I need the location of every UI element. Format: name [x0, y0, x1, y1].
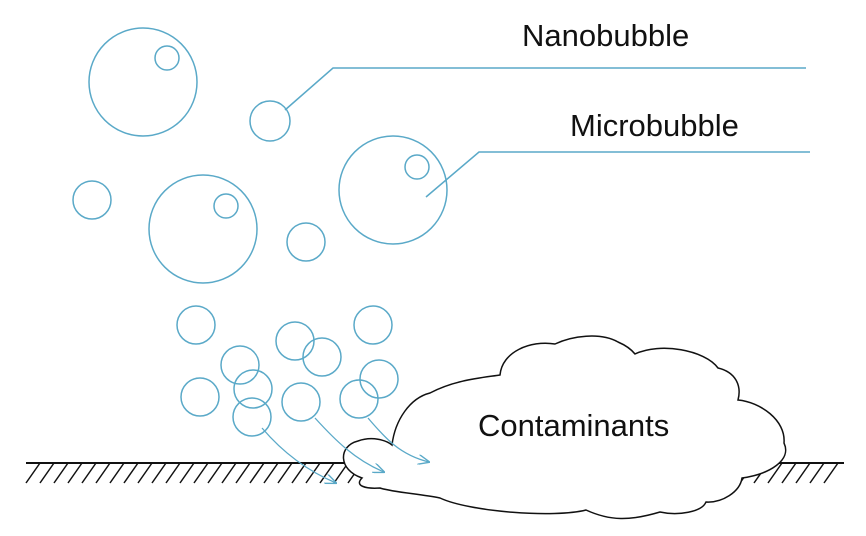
flow-arrow [367, 417, 429, 462]
upper-bubbles [72, 27, 448, 284]
small-bubble-center-right [286, 222, 326, 262]
lower-bubble-cluster [176, 305, 399, 437]
hatch-mark [81, 462, 97, 484]
nanobubble-label: Nanobubble [522, 18, 689, 53]
hatch-mark [249, 462, 265, 484]
hatch-mark [319, 462, 335, 484]
hatch-mark [795, 462, 811, 484]
cluster-bubble [359, 359, 399, 399]
hatch-mark [95, 462, 111, 484]
leader-lines [284, 67, 810, 198]
hatch-mark [193, 462, 209, 484]
inner-nanobubble-top-left [154, 45, 180, 71]
small-bubble-left [72, 180, 112, 220]
hatch-mark [221, 462, 237, 484]
cluster-bubble [180, 377, 220, 417]
hatch-mark [823, 462, 839, 484]
contaminants-cloud [342, 335, 787, 520]
hatch-mark [137, 462, 153, 484]
hatch-mark [25, 462, 41, 484]
hatch-mark [151, 462, 167, 484]
cluster-bubble [302, 337, 342, 377]
cluster-bubble [176, 305, 216, 345]
cluster-bubble [220, 345, 260, 385]
hatch-mark [53, 462, 69, 484]
large-microbubble-center [148, 174, 258, 284]
cluster-bubble [339, 379, 379, 419]
cluster-bubble [232, 397, 272, 437]
microbubble-label: Microbubble [570, 108, 739, 143]
inner-nanobubble-center [213, 193, 239, 219]
hatch-mark [179, 462, 195, 484]
hatch-mark [123, 462, 139, 484]
hatch-mark [305, 462, 321, 484]
hatch-mark [165, 462, 181, 484]
hatch-mark [277, 462, 293, 484]
contaminants-label: Contaminants [478, 408, 669, 443]
hatch-mark [809, 462, 825, 484]
cluster-bubble [233, 369, 273, 409]
flow-arrow [314, 417, 384, 472]
flow-arrow [261, 427, 336, 483]
inner-nanobubble-right [404, 154, 430, 180]
flow-arrows [261, 417, 429, 483]
large-microbubble-right [338, 135, 448, 245]
hatch-mark [67, 462, 83, 484]
hatch-mark [207, 462, 223, 484]
cluster-bubble [353, 305, 393, 345]
cluster-bubble [281, 382, 321, 422]
nanobubble-leader-line [284, 67, 806, 111]
cluster-bubble [275, 321, 315, 361]
hatch-mark [263, 462, 279, 484]
hatch-mark [781, 462, 797, 484]
hatch-mark [235, 462, 251, 484]
hatch-mark [109, 462, 125, 484]
small-bubble-upper-center [249, 100, 291, 142]
microbubble-leader-line [425, 151, 810, 198]
hatch-mark [767, 462, 783, 484]
hatch-mark [39, 462, 55, 484]
hatch-mark [291, 462, 307, 484]
large-microbubble-top-left [88, 27, 198, 137]
